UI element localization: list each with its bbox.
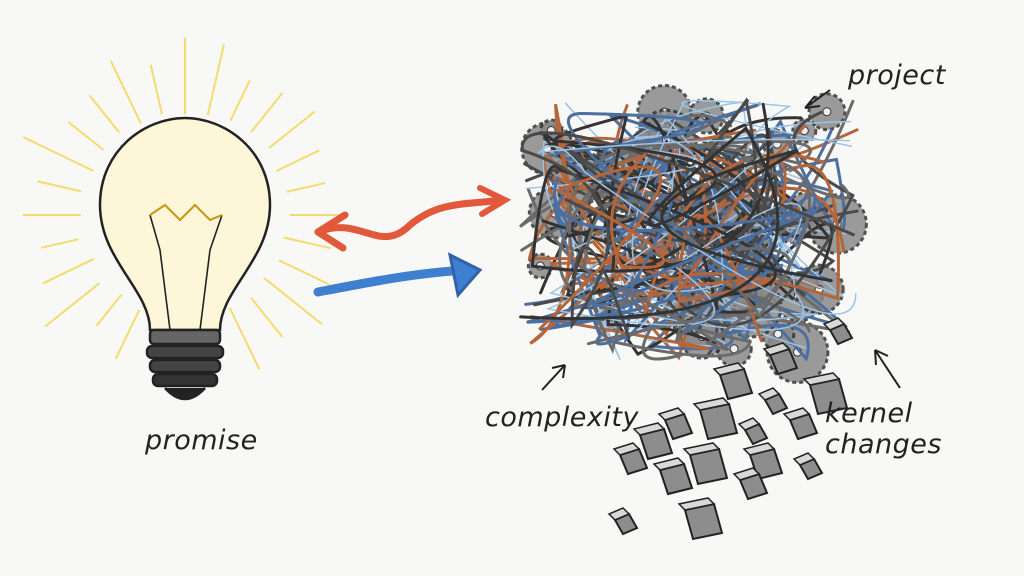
glow-ray — [109, 60, 142, 124]
cube-top — [692, 397, 731, 411]
label-complexity: complexity — [485, 402, 639, 433]
label-pointer-arrows — [541, 89, 901, 391]
glow-ray — [95, 293, 123, 327]
lightbulb-icon — [98, 116, 272, 401]
tangled-gears-icon — [519, 83, 868, 384]
cube-top — [712, 362, 746, 376]
cube-top — [632, 422, 666, 436]
glow-ray — [283, 236, 332, 250]
falling-cubes-icon — [607, 317, 854, 541]
cube-top — [682, 442, 721, 456]
glow-ray — [67, 121, 104, 151]
glow-ray — [149, 64, 163, 115]
glow-ray — [229, 79, 251, 122]
cube-top — [742, 442, 776, 456]
cube-top — [677, 497, 716, 511]
label-project: project — [848, 60, 946, 91]
cube-top — [607, 507, 631, 521]
label-promise: promise — [145, 425, 258, 456]
cube-top — [802, 372, 841, 386]
cube-top — [792, 452, 816, 466]
cube-top — [737, 417, 761, 431]
wire — [586, 156, 850, 346]
glow-ray — [40, 238, 79, 249]
cube-top — [657, 407, 686, 421]
bulb-glow — [22, 37, 348, 370]
glow-ray — [263, 277, 323, 325]
wire — [582, 198, 791, 351]
glow-ray — [114, 309, 141, 360]
glow-ray — [228, 307, 261, 370]
wire — [553, 113, 718, 268]
glow-ray — [206, 43, 225, 116]
glow-ray — [42, 258, 95, 285]
wire — [558, 139, 812, 311]
glow-ray — [37, 180, 82, 193]
glow-ray — [44, 282, 101, 328]
wire — [520, 131, 855, 340]
gear-hub — [773, 329, 783, 339]
cube-top — [652, 457, 686, 471]
wire — [538, 152, 665, 331]
wire — [519, 125, 833, 321]
cube-top — [822, 317, 846, 331]
glow-ray — [88, 94, 121, 134]
wire — [537, 138, 857, 315]
glow-ray — [275, 149, 320, 172]
cube-top — [757, 387, 781, 401]
bidirectional-arrows-icon — [313, 185, 512, 299]
label-kernel-changes: kernel changes — [825, 398, 942, 460]
glow-ray — [22, 136, 94, 172]
cube-top — [782, 407, 811, 421]
gear-hub — [822, 107, 832, 117]
cube-top — [612, 442, 641, 456]
glow-ray — [250, 297, 284, 338]
glow-ray — [268, 110, 316, 149]
cube-top — [732, 467, 761, 481]
glow-ray — [286, 182, 326, 193]
cube-top — [762, 342, 791, 356]
glow-ray — [250, 92, 284, 133]
glow-ray — [278, 259, 330, 286]
